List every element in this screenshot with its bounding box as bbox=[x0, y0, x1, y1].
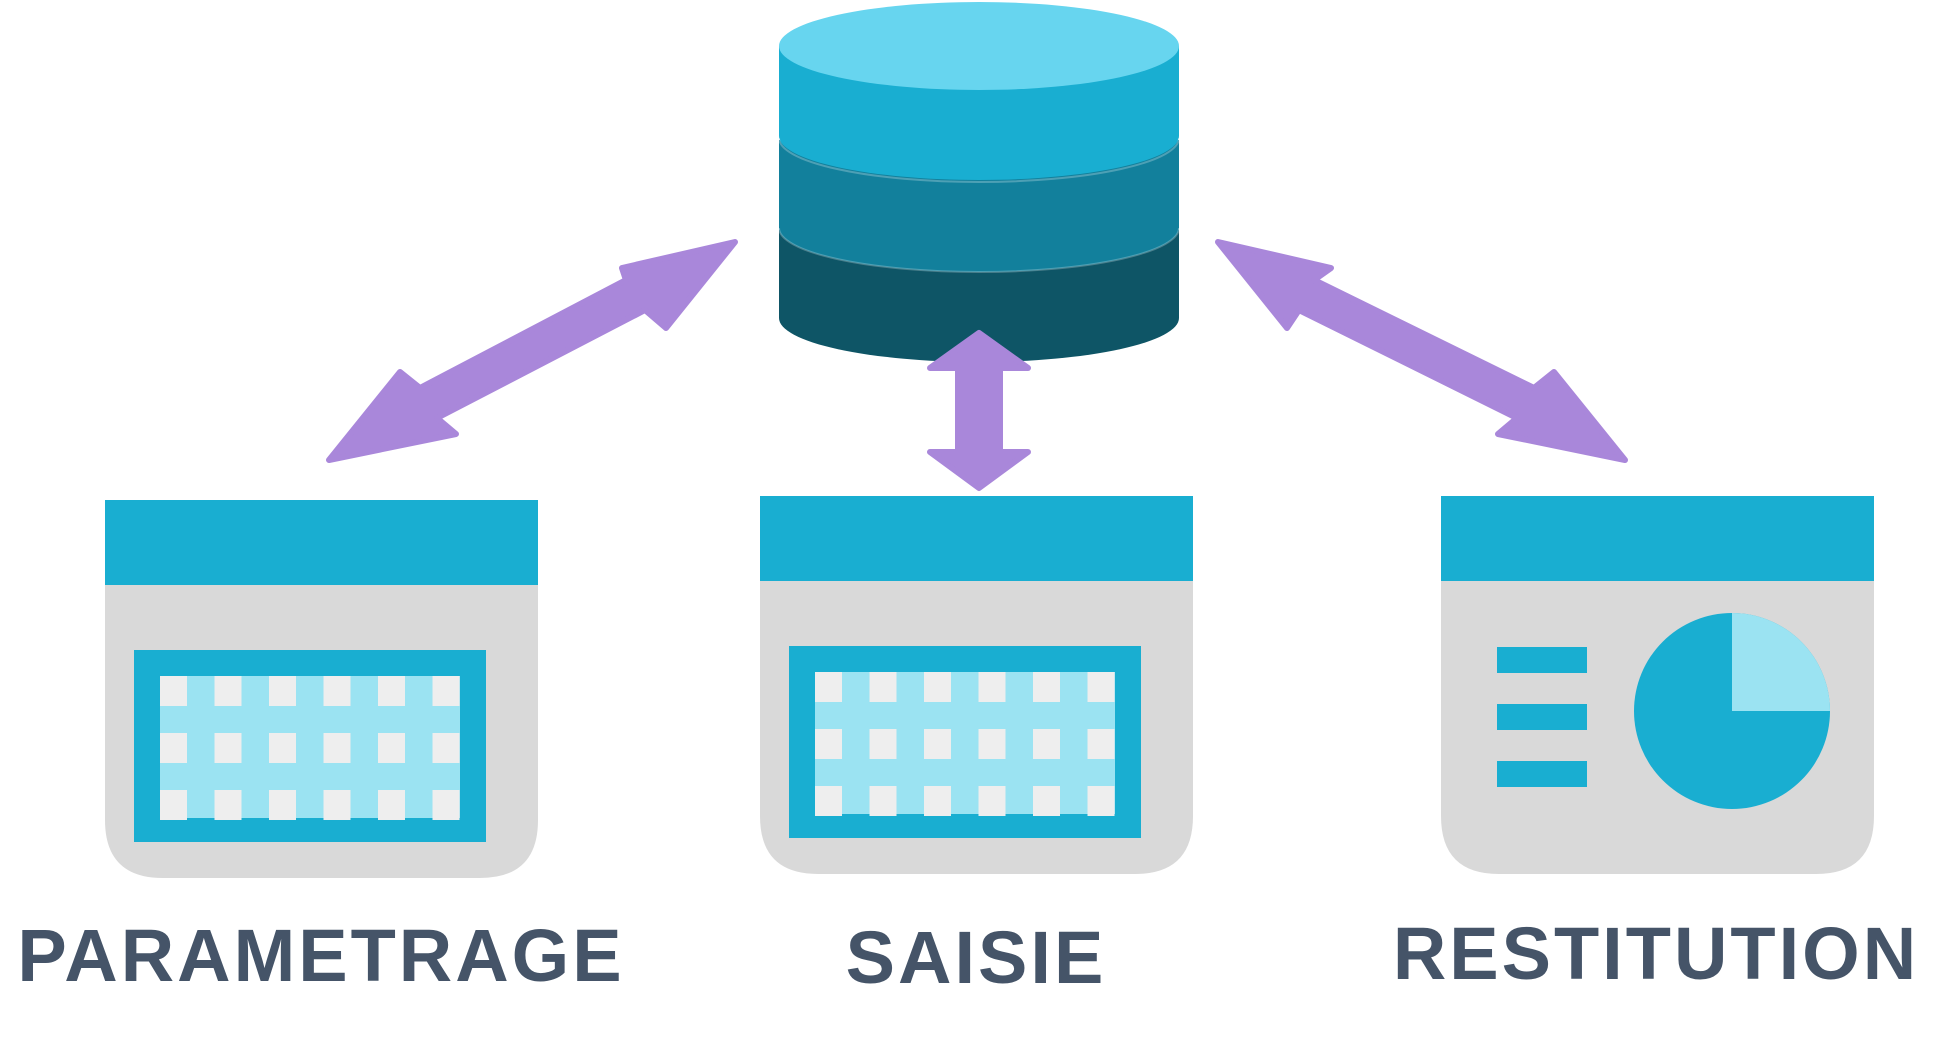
report-window-icon bbox=[1441, 496, 1874, 874]
grid-cell bbox=[378, 676, 405, 706]
grid-cell bbox=[214, 676, 242, 706]
grid-cell bbox=[815, 729, 842, 759]
pie-chart-icon bbox=[1634, 613, 1830, 809]
grid-cell bbox=[160, 733, 187, 763]
grid-cell bbox=[1087, 672, 1115, 702]
grid-cell bbox=[160, 790, 187, 820]
grid-cell bbox=[269, 733, 296, 763]
grid-cell bbox=[1087, 729, 1115, 759]
grid-cell bbox=[924, 672, 951, 702]
grid-cell bbox=[815, 672, 842, 702]
module-label-saisie: SAISIE bbox=[846, 916, 1107, 999]
grid-cell bbox=[378, 733, 405, 763]
table-window-icon bbox=[760, 496, 1193, 874]
grid-cell bbox=[1033, 672, 1060, 702]
module-label-restitution: RESTITUTION bbox=[1393, 912, 1919, 995]
grid-cell bbox=[323, 790, 351, 820]
grid-cell bbox=[869, 786, 897, 816]
grid-cell bbox=[924, 786, 951, 816]
grid-cell bbox=[1033, 786, 1060, 816]
grid-cell bbox=[978, 672, 1006, 702]
grid-cell bbox=[815, 786, 842, 816]
list-lines-icon bbox=[1497, 647, 1587, 787]
grid-cell bbox=[214, 790, 242, 820]
grid-cell bbox=[869, 729, 897, 759]
grid-cell bbox=[869, 672, 897, 702]
grid-cell bbox=[1087, 786, 1115, 816]
double-arrow-icon bbox=[1215, 239, 1628, 463]
grid-cell bbox=[432, 676, 460, 706]
grid-cell bbox=[323, 733, 351, 763]
grid-cell bbox=[924, 729, 951, 759]
database-icon bbox=[778, 2, 1180, 362]
grid-cell bbox=[323, 676, 351, 706]
grid-cell bbox=[432, 733, 460, 763]
grid-cell bbox=[432, 790, 460, 820]
grid-cell bbox=[978, 729, 1006, 759]
module-label-parametrage: PARAMETRAGE bbox=[17, 914, 624, 997]
grid-cell bbox=[269, 790, 296, 820]
grid-cell bbox=[378, 790, 405, 820]
grid-cell bbox=[269, 676, 296, 706]
double-arrow-icon bbox=[927, 330, 1031, 491]
double-arrow-icon bbox=[326, 239, 738, 463]
grid-cell bbox=[1033, 729, 1060, 759]
grid-cell bbox=[160, 676, 187, 706]
grid-cell bbox=[214, 733, 242, 763]
grid-cell bbox=[978, 786, 1006, 816]
table-window-icon bbox=[105, 500, 538, 878]
